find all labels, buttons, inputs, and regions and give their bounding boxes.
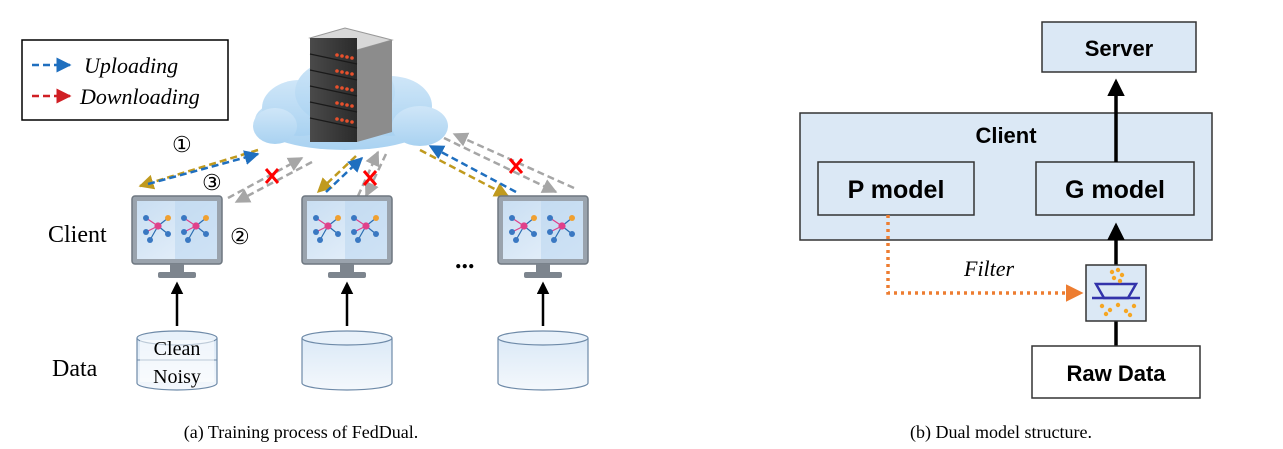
- client-1-monitor-icon: [131, 195, 223, 279]
- uploading-legend-label: Uploading: [84, 53, 178, 78]
- caption-b: (b) Dual model structure.: [910, 422, 1092, 443]
- p-model-box: [817, 161, 975, 216]
- pmodel-to-filter-arrow: [886, 215, 1084, 302]
- ellipsis: ...: [455, 245, 475, 274]
- client-2-arrows: [316, 150, 388, 198]
- raw-data-label: Raw Data: [1066, 361, 1166, 386]
- panel-b: Server Client P model G model Fi: [799, 21, 1213, 443]
- client-3-monitor-icon: [497, 195, 589, 279]
- client-1-arrows: [138, 148, 313, 204]
- dataset-2-cylinder: [301, 330, 393, 391]
- server-box: [1041, 21, 1197, 73]
- client-container-label: Client: [975, 123, 1037, 148]
- step-1-marker: ①: [172, 132, 192, 157]
- caption-a: (a) Training process of FedDual.: [184, 422, 418, 443]
- server-box-label: Server: [1085, 36, 1154, 61]
- downloading-legend-label: Downloading: [79, 84, 200, 109]
- raw-data-box: [1031, 345, 1201, 399]
- client-2-monitor-icon: [301, 195, 393, 279]
- client-3-arrows: [419, 132, 575, 198]
- filter-label: Filter: [963, 256, 1015, 281]
- p-model-label: P model: [848, 176, 945, 204]
- g-model-box: [1035, 161, 1195, 216]
- server-icon: [308, 27, 394, 142]
- panel-a: Uploading Downloading: [21, 27, 589, 443]
- blocked-cross-icon: [508, 157, 524, 175]
- step-2-marker: ②: [230, 224, 250, 249]
- dataset-1-cylinder: Clean Noisy: [136, 330, 218, 391]
- filter-icon: [1085, 264, 1147, 322]
- row-label-data: Data: [52, 356, 98, 382]
- step-3-marker: ③: [202, 170, 222, 195]
- dataset-3-cylinder: [497, 330, 589, 391]
- g-model-label: G model: [1065, 176, 1165, 204]
- noisy-label: Noisy: [153, 366, 201, 388]
- clean-label: Clean: [154, 338, 201, 360]
- row-label-client: Client: [48, 222, 107, 248]
- legend-box: Uploading Downloading: [21, 39, 229, 121]
